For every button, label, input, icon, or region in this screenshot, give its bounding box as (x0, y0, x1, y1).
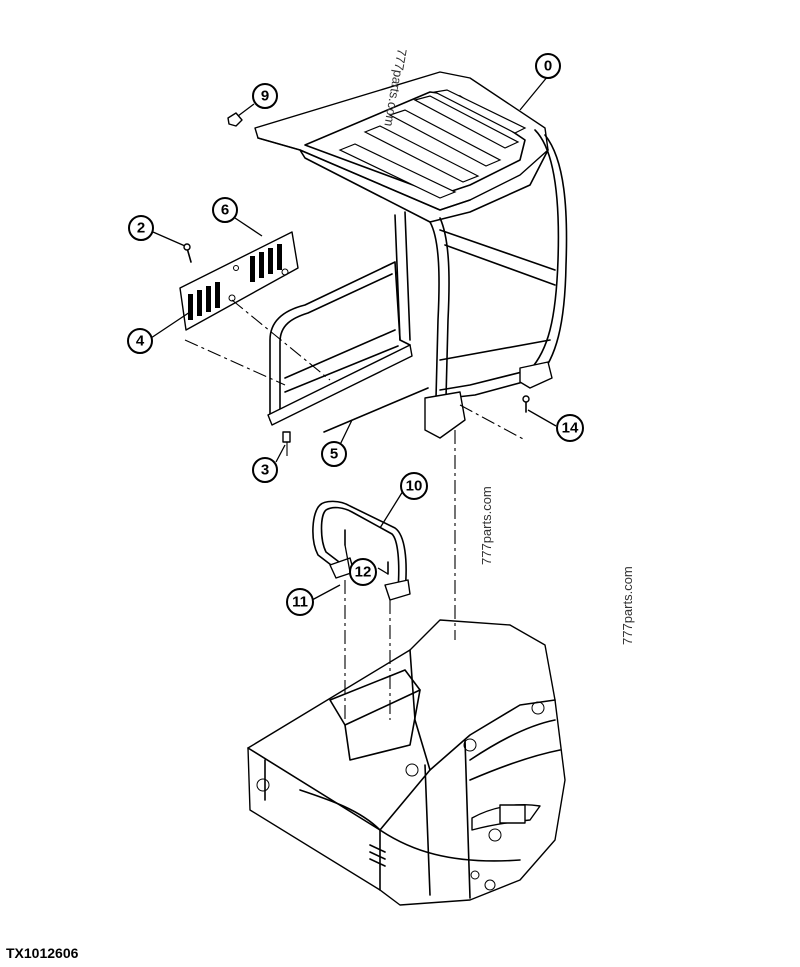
callout-0: 0 (535, 53, 561, 79)
watermark-right: 777parts.com (620, 566, 635, 645)
hardware-drawing (183, 112, 530, 575)
callout-11-label: 11 (292, 594, 308, 611)
callout-4-label: 4 (136, 333, 145, 350)
callout-6-label: 6 (221, 202, 229, 219)
callout-4: 4 (127, 328, 153, 354)
callout-3-label: 3 (261, 462, 269, 479)
callout-10: 10 (400, 472, 428, 500)
callout-14: 14 (556, 414, 584, 442)
callout-11: 11 (286, 588, 314, 616)
callout-2: 2 (128, 215, 154, 241)
watermark-middle: 777parts.com (479, 486, 494, 565)
figure-id: TX1012606 (6, 945, 79, 961)
callout-0-label: 0 (544, 58, 552, 75)
callout-2-label: 2 (137, 220, 145, 237)
callout-12-label: 12 (355, 564, 372, 581)
callout-9-label: 9 (261, 88, 269, 105)
callout-9: 9 (252, 83, 278, 109)
callout-3: 3 (252, 457, 278, 483)
grab-handle-drawing (312, 500, 411, 601)
side-panel-drawing (179, 231, 299, 331)
callout-12: 12 (349, 558, 377, 586)
callout-14-label: 14 (562, 420, 579, 437)
assembly-lines (184, 299, 526, 720)
callout-10-label: 10 (406, 478, 423, 495)
callout-5-label: 5 (330, 446, 338, 463)
canopy-drawing (254, 71, 568, 439)
leader-lines (147, 75, 557, 601)
base-drawing (247, 619, 566, 906)
callout-6: 6 (212, 197, 238, 223)
callout-5: 5 (321, 441, 347, 467)
